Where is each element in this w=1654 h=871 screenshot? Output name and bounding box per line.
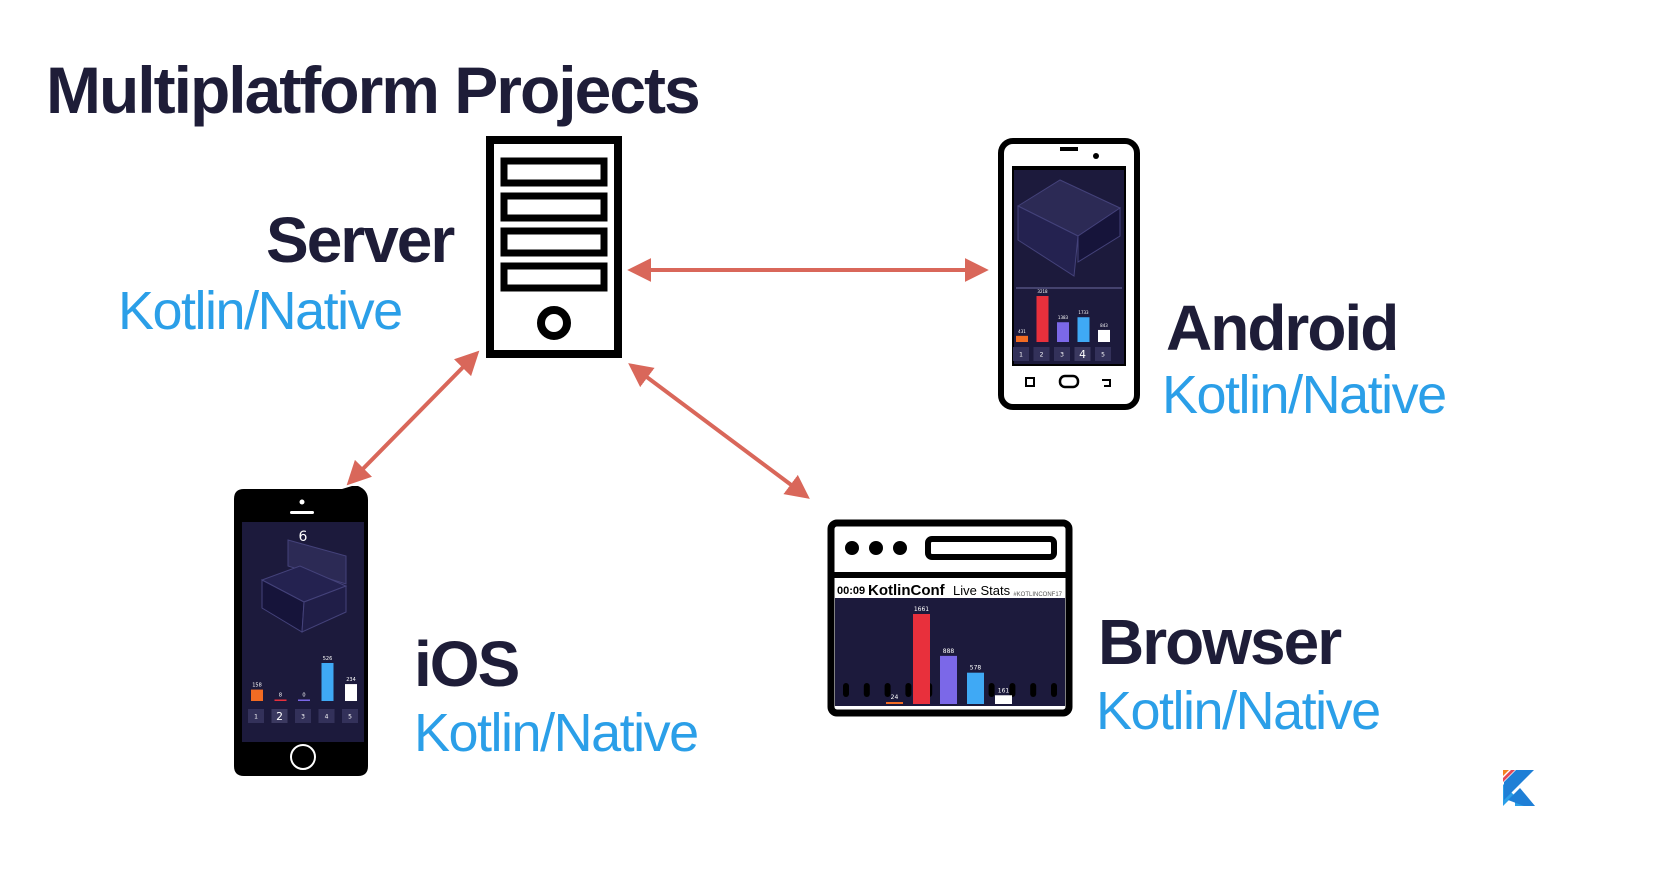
browser-bar-label: 24 [891,694,899,701]
browser-slot-marker [905,683,912,697]
browser-bar [995,695,1012,704]
browser-window-icon: 00:09 KotlinConf Live Stats #KOTLINCONF1… [827,519,1073,717]
ios-bar-label: 526 [323,656,333,662]
ios-bar [345,684,357,701]
android-label: Android [1166,292,1399,364]
browser-slot-marker [843,683,849,697]
browser-slot-marker [863,683,870,697]
ios-number-button-label: 1 [254,714,258,721]
android-bar-chart: 431 3218 1383 1733 843 1 2 3 4 5 [1013,289,1111,361]
ios-number-button[interactable] [248,709,264,723]
ios-number-button[interactable] [342,709,358,723]
ios-number-button-label: 3 [301,714,305,721]
browser-slot-marker [1009,683,1016,697]
android-bar-label: 843 [1100,323,1108,328]
android-bar [1016,335,1028,342]
ios-bar-label: 0 [302,693,305,699]
ios-cube-graphic [260,539,348,633]
browser-slot-marker [1030,683,1037,697]
browser-slot-marker [1051,683,1057,697]
arrow-server-ios [346,350,480,486]
browser-bar-label: 578 [970,665,982,672]
browser-slot-marker [884,683,891,697]
ios-number-button-label: 2 [276,710,283,723]
android-number-button-label: 1 [1019,352,1023,359]
ios-number-button[interactable] [318,709,335,723]
ios-bar-label: 234 [346,677,356,683]
android-number-button-label: 4 [1079,348,1086,361]
android-bar-label: 431 [1018,329,1026,334]
ios-bar-label: 8 [279,693,282,699]
browser-brand: KotlinConf [868,582,946,599]
android-number-button[interactable] [1095,347,1111,361]
ios-bar [251,689,263,701]
kotlin-logo-icon [1503,770,1535,806]
android-bar [1036,296,1049,342]
android-bar-label: 1733 [1078,310,1089,315]
browser-slot-marker [988,683,995,697]
android-bar-label: 1383 [1058,315,1069,320]
browser-bar-label: 161 [998,687,1010,694]
android-bar [1077,317,1090,342]
browser-slot-markers [843,683,1057,697]
ios-number-button-label: 5 [348,714,352,721]
page-title: Multiplatform Projects [46,53,701,127]
browser-bar [967,672,984,704]
android-number-button[interactable] [1033,347,1050,361]
browser-bar [940,655,957,704]
browser-bar-label: 888 [943,648,955,655]
ios-label: iOS [414,628,520,700]
ios-bar [274,699,287,701]
android-number-button-label: 2 [1040,352,1044,359]
browser-timer: 00:09 [837,585,865,597]
browser-bar-label: 1661 [914,606,929,613]
android-nav-buttons [1025,374,1111,389]
server-platform: Kotlin/Native [118,281,403,341]
ios-top-number: 6 [299,529,308,545]
android-number-button[interactable] [1054,347,1070,361]
android-number-button[interactable] [1074,347,1091,361]
ios-number-button[interactable] [295,709,311,723]
browser-label: Browser [1098,606,1342,678]
android-bar [1057,322,1069,342]
browser-bar-chart: 24 1661 888 578 161 [886,606,1012,704]
android-number-button-label: 3 [1060,352,1064,359]
android-phone-icon: 431 3218 1383 1733 843 1 2 3 4 5 [998,138,1140,410]
server-label: Server [266,204,455,276]
ios-number-button-label: 4 [325,714,329,721]
arrow-server-browser [628,363,810,499]
android-platform: Kotlin/Native [1162,365,1447,425]
server-icon [486,136,622,358]
android-cube-graphic [1016,179,1122,277]
ios-bar-label: 158 [252,683,262,689]
ios-bar [298,699,310,701]
android-bar [1098,329,1110,342]
browser-bar [913,614,930,704]
ios-platform: Kotlin/Native [414,703,699,763]
browser-subtitle: Live Stats [953,583,1011,598]
android-number-button-label: 5 [1101,352,1105,359]
browser-platform: Kotlin/Native [1096,681,1381,741]
ios-number-button[interactable] [271,709,288,723]
android-bar-label: 3218 [1037,289,1048,294]
ios-bar [321,663,334,701]
browser-bar [886,702,903,704]
browser-hashtag: #KOTLINCONF17 [1013,592,1062,598]
android-number-button[interactable] [1013,347,1029,361]
